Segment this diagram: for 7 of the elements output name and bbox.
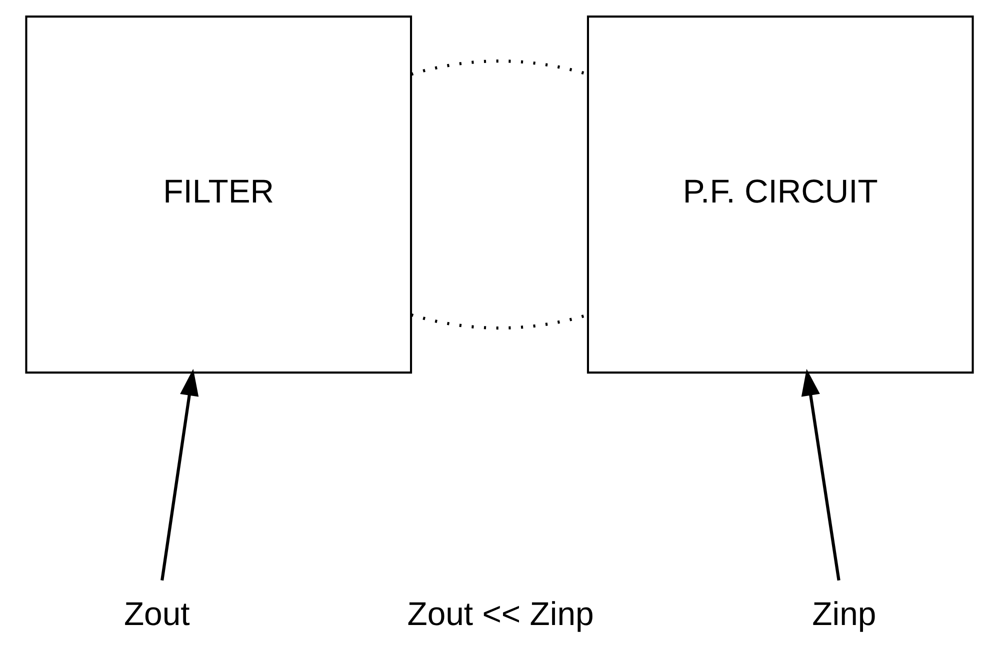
label: Zout << Zinp bbox=[407, 595, 594, 632]
node-text: Zout bbox=[124, 595, 190, 632]
arrow bbox=[801, 368, 840, 581]
node-box: P.F. CIRCUIT bbox=[586, 16, 974, 374]
node-text: Zinp bbox=[812, 595, 876, 632]
arrow bbox=[160, 368, 199, 581]
node-box: FILTER bbox=[25, 16, 412, 374]
